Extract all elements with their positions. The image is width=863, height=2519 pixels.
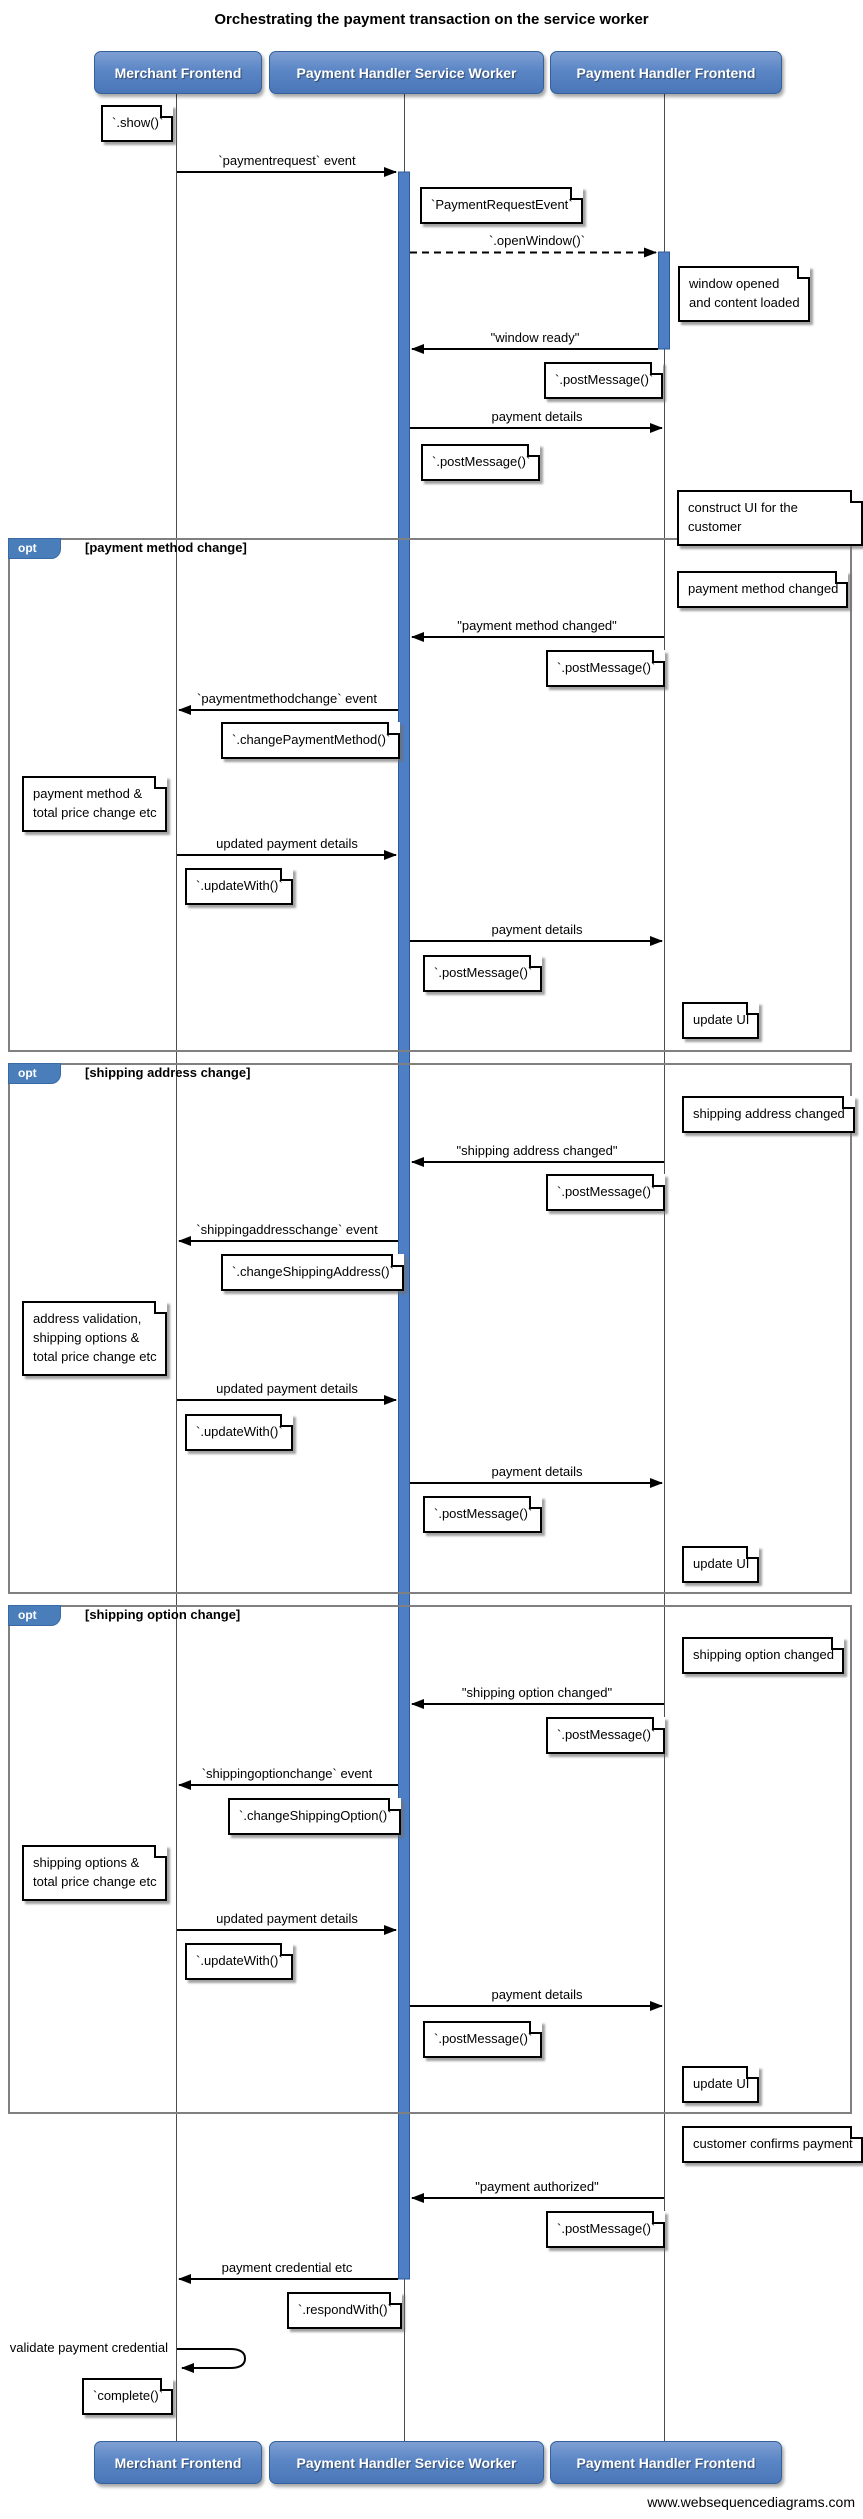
note-show: `.show()`	[101, 105, 174, 142]
note-postmessage-2: `.postMessage()`	[421, 444, 541, 481]
note-update-ui-2: update UI	[682, 1546, 760, 1583]
message-label-shippingaddresschange-event: `shippingaddresschange` event	[196, 1222, 378, 1237]
fragment-opt-shipping-address-change: opt [shipping address change]	[8, 1063, 852, 1594]
fragment-keyword: opt	[8, 538, 61, 559]
note-postmessage-4: `.postMessage()`	[423, 955, 543, 992]
note-updatewith-1: `.updateWith()`	[185, 868, 293, 905]
activation-service-worker	[398, 171, 410, 2280]
diagram-title: Orchestrating the payment transaction on…	[214, 11, 649, 28]
message-label-shippingoptionchange-event: `shippingoptionchange` event	[201, 1766, 373, 1781]
note-window-opened: window opened and content loaded	[678, 266, 810, 322]
note-paymentrequestevent: `PaymentRequestEvent`	[420, 187, 583, 224]
fragment-condition: [payment method change]	[85, 540, 247, 555]
message-label-paymentrequest-event: `paymentrequest` event	[218, 153, 356, 168]
fragment-keyword: opt	[8, 1063, 61, 1084]
fragment-keyword: opt	[8, 1605, 61, 1626]
note-postmessage-9: `.postMessage()`	[546, 2211, 666, 2248]
message-label-shipping-address-changed: "shipping address changed"	[456, 1143, 618, 1158]
message-label-paymentmethodchange-event: `paymentmethodchange` event	[197, 691, 377, 706]
note-update-ui-1: update UI	[682, 1002, 760, 1039]
note-updatewith-3: `.updateWith()`	[185, 1943, 293, 1980]
note-update-ui-3: update UI	[682, 2066, 760, 2103]
note-postmessage-8: `.postMessage()`	[423, 2021, 543, 2058]
note-customer-confirms: customer confirms payment	[682, 2126, 863, 2163]
note-complete: `complete()`	[82, 2378, 174, 2415]
arrow-validate-payment-credential-self	[177, 2348, 247, 2373]
activations	[398, 171, 670, 2280]
note-postmessage-7: `.postMessage()`	[546, 1717, 666, 1754]
note-postmessage-1: `.postMessage()`	[544, 362, 664, 399]
participant-top-payment-handler-frontend: Payment Handler Frontend	[550, 51, 782, 94]
message-label-validate-payment-credential: validate payment credential	[9, 2340, 168, 2355]
message-label-payment-details-1: payment details	[491, 409, 583, 424]
note-postmessage-6: `.postMessage()`	[423, 1496, 543, 1533]
participant-top-payment-handler-service-worker: Payment Handler Service Worker	[269, 51, 544, 94]
note-shipping-option-changed: shipping option changed	[682, 1637, 844, 1674]
fragment-condition: [shipping address change]	[85, 1065, 251, 1080]
message-label-updated-payment-details-1: updated payment details	[216, 836, 358, 851]
note-changeshippingaddress: `.changeShippingAddress()`	[221, 1254, 404, 1291]
note-changepaymentmethod: `.changePaymentMethod()`	[221, 722, 401, 759]
fragment-condition: [shipping option change]	[85, 1607, 241, 1622]
message-label-updated-payment-details-2: updated payment details	[216, 1381, 358, 1396]
participant-bottom-merchant-frontend: Merchant Frontend	[94, 2441, 262, 2484]
note-updatewith-2: `.updateWith()`	[185, 1414, 293, 1451]
message-label-payment-authorized: "payment authorized"	[475, 2179, 599, 2194]
message-label-payment-details-3: payment details	[491, 1464, 583, 1479]
note-postmessage-3: `.postMessage()`	[546, 650, 666, 687]
message-label-shipping-option-changed: "shipping option changed"	[461, 1685, 613, 1700]
participant-bottom-payment-handler-frontend: Payment Handler Frontend	[550, 2441, 782, 2484]
activation-payment-handler-frontend	[658, 251, 670, 350]
note-shipping-address-changed: shipping address changed	[682, 1096, 855, 1133]
message-label-payment-credential-etc: payment credential etc	[221, 2260, 353, 2275]
fragment-opt-payment-method-change: opt [payment method change]	[8, 538, 852, 1052]
fragment-opt-shipping-option-change: opt [shipping option change]	[8, 1605, 852, 2114]
watermark: www.websequencediagrams.com	[647, 2494, 855, 2510]
message-label-payment-details-4: payment details	[491, 1987, 583, 2002]
message-label-window-ready: "window ready"	[490, 330, 580, 345]
message-label-updated-payment-details-3: updated payment details	[216, 1911, 358, 1926]
note-respondwith: `.respondWith()`	[287, 2292, 402, 2329]
note-address-validation: address validation, shipping options & t…	[22, 1301, 167, 1376]
note-payment-method-changed: payment method changed	[677, 571, 849, 608]
note-shipping-options-total: shipping options & total price change et…	[22, 1845, 167, 1901]
note-payment-method-total: payment method & total price change etc	[22, 776, 167, 832]
participant-bottom-payment-handler-service-worker: Payment Handler Service Worker	[269, 2441, 544, 2484]
message-label-payment-method-changed: "payment method changed"	[457, 618, 617, 633]
message-label-openwindow: `.openWindow()`	[488, 233, 586, 248]
note-construct-ui: construct UI for the customer	[677, 490, 863, 546]
message-label-payment-details-2: payment details	[491, 922, 583, 937]
note-postmessage-5: `.postMessage()`	[546, 1174, 666, 1211]
participant-top-merchant-frontend: Merchant Frontend	[94, 51, 262, 94]
note-changeshippingoption: `.changeShippingOption()`	[228, 1798, 402, 1835]
